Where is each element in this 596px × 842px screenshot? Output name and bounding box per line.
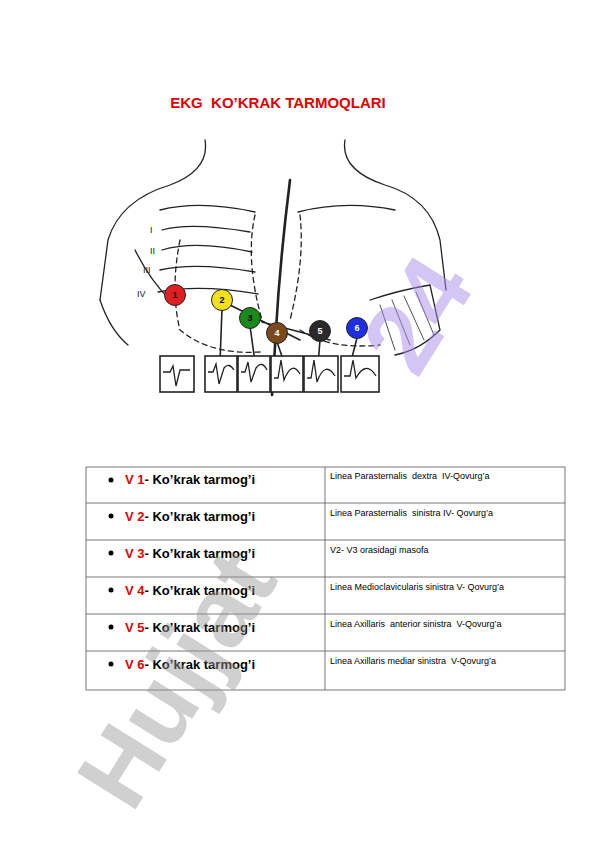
lead-position: Linea Parasternalis sinistra IV- Qovurg’… bbox=[330, 509, 493, 519]
lead-position: Linea Medioclavicularis sinistra V- Qovu… bbox=[330, 583, 504, 593]
ecg-box bbox=[271, 356, 303, 392]
sternal-line bbox=[290, 215, 301, 320]
rib-number: II bbox=[150, 247, 155, 257]
electrode-number: 2 bbox=[219, 296, 224, 305]
title: EKG KO’KRAK TARMOQLARI bbox=[0, 95, 596, 112]
electrode-number: 6 bbox=[354, 324, 359, 333]
ecg-box bbox=[304, 356, 338, 392]
electrode-number: 3 bbox=[247, 314, 252, 323]
ecg-trace bbox=[274, 360, 300, 380]
electrode-number: 5 bbox=[317, 327, 322, 336]
lead-name: V 2- Ko’krak tarmog’i bbox=[125, 510, 255, 524]
lead-name: V 4- Ko’krak tarmog’i bbox=[125, 584, 255, 598]
ecg-trace bbox=[241, 362, 267, 382]
bullet bbox=[109, 478, 114, 667]
torso-outline bbox=[345, 140, 447, 290]
lead-name: V 3- Ko’krak tarmog’i bbox=[125, 547, 255, 561]
electrode-circle: 3 bbox=[239, 307, 261, 329]
ecg-box bbox=[205, 356, 237, 392]
muscle-outline bbox=[370, 285, 440, 355]
electrode-circle: 6 bbox=[346, 317, 368, 339]
lead-name: V 5- Ko’krak tarmog’i bbox=[125, 621, 255, 635]
rib-number: III bbox=[143, 266, 151, 276]
lead-position: Linea Axillaris anterior sinistra V-Qovu… bbox=[330, 620, 502, 630]
ecg-trace bbox=[208, 364, 234, 384]
watermark: 24 bbox=[345, 241, 489, 388]
electrode-circle: 1 bbox=[164, 284, 186, 306]
lead-name: V 6- Ko’krak tarmog’i bbox=[125, 658, 255, 672]
rib bbox=[162, 245, 252, 252]
electrode-number: 4 bbox=[274, 329, 279, 338]
electrode-number: 1 bbox=[172, 291, 177, 300]
lead-position: Linea Axillaris mediar sinistra V-Qovurg… bbox=[330, 657, 496, 667]
lead-position: Linea Parasternalis dextra IV-Qovurg’a bbox=[330, 472, 490, 482]
ecg-trace bbox=[163, 366, 190, 386]
arm-outline bbox=[100, 300, 128, 345]
ecg-trace bbox=[307, 360, 335, 382]
clavicle bbox=[160, 205, 255, 212]
rib bbox=[162, 226, 250, 232]
electrode-circle: 2 bbox=[211, 289, 233, 311]
table-grid bbox=[86, 467, 565, 690]
ecg-box bbox=[160, 356, 194, 392]
midclavicular-line bbox=[175, 240, 260, 352]
lead-position: V2- V3 orasidagi masofa bbox=[330, 546, 429, 556]
muscle-hatching bbox=[380, 292, 434, 350]
ecg-trace bbox=[344, 360, 376, 378]
ecg-box bbox=[238, 356, 270, 392]
sternal-line bbox=[251, 215, 262, 320]
electrode-circle: 4 bbox=[266, 322, 288, 344]
clavicle bbox=[298, 205, 395, 212]
torso-outline bbox=[100, 140, 206, 300]
electrode-circle: 5 bbox=[309, 320, 331, 342]
rib-number: IV bbox=[137, 290, 146, 300]
lead-name: V 1- Ko’krak tarmog’i bbox=[125, 473, 255, 487]
rib bbox=[160, 266, 255, 272]
rib-number: I bbox=[150, 226, 153, 236]
ecg-box bbox=[341, 356, 379, 392]
watermark: Hujjat bbox=[60, 534, 292, 823]
